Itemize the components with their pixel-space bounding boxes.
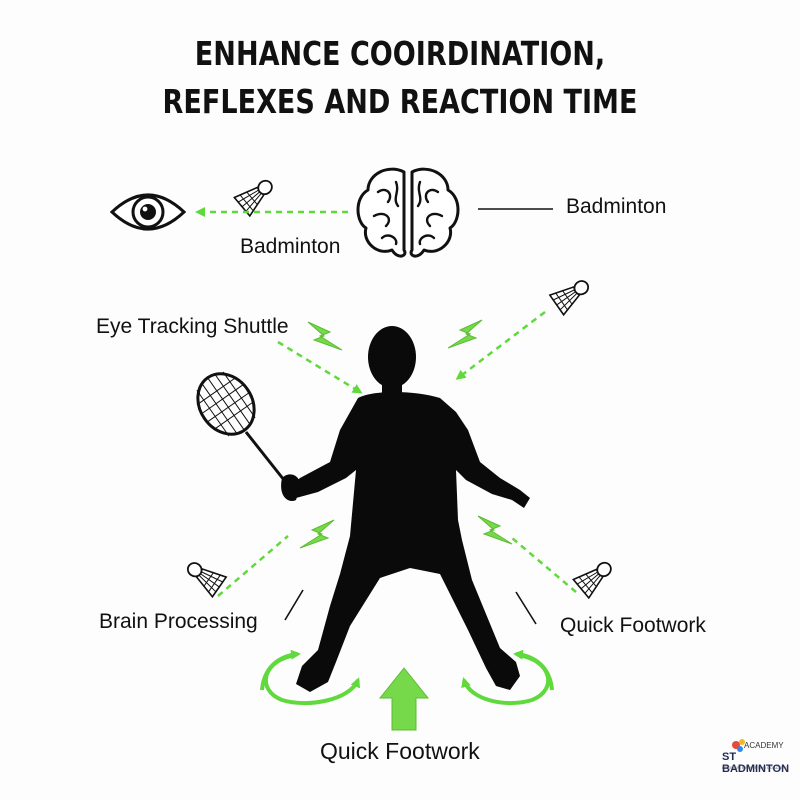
up-arrow-icon [378, 667, 430, 731]
eye-tracking-arrow [277, 340, 363, 394]
label-brain-processing: Brain Processing [99, 610, 258, 633]
racket-icon [196, 371, 286, 481]
footwork-circle-arrow-icon [461, 649, 554, 705]
brain-processing-dash [217, 535, 289, 597]
reaction-bolt-icon [447, 319, 483, 349]
brain-icon [356, 167, 460, 258]
logo-line-1: ACADEMY [744, 741, 784, 750]
shuttlecock-icon [548, 272, 595, 316]
reaction-bolt-icon [307, 321, 343, 351]
eye-icon [109, 193, 187, 231]
shuttle-to-player-arrow [455, 311, 546, 380]
logo-line-2: ST BADMINTON [722, 751, 790, 775]
title-line-1: ENHANCE COOIRDINATION, [194, 34, 606, 73]
quick-footwork-dash [511, 537, 577, 593]
page-title: ENHANCE COOIRDINATION, REFLEXES AND REAC… [72, 30, 728, 126]
quick-footwork-line [515, 591, 537, 625]
label-eye-tracking: Eye Tracking Shuttle [96, 315, 289, 338]
academy-logo-icon [732, 739, 745, 752]
reaction-bolt-icon [299, 519, 335, 549]
player-silhouette [281, 326, 530, 692]
shuttlecock-icon [572, 554, 619, 599]
label-quick-footwork-right: Quick Footwork [560, 614, 706, 637]
academy-logo: ACADEMY ST BADMINTON PREMIUM BADMINTON C… [722, 738, 792, 778]
label-badminton-right: Badminton [566, 195, 667, 218]
label-badminton-left: Badminton [240, 235, 341, 258]
shuttlecock-icon [233, 172, 280, 217]
label-quick-footwork-bottom: Quick Footwork [320, 738, 480, 764]
title-line-2: REFLEXES AND REACTION TIME [162, 82, 638, 121]
brain-processing-line [284, 589, 304, 621]
shuttlecock-icon [181, 554, 228, 598]
logo-line-3: PREMIUM BADMINTON COACHING [722, 765, 789, 770]
footwork-circle-arrow-icon [260, 649, 361, 705]
reaction-bolt-icon [477, 515, 513, 545]
